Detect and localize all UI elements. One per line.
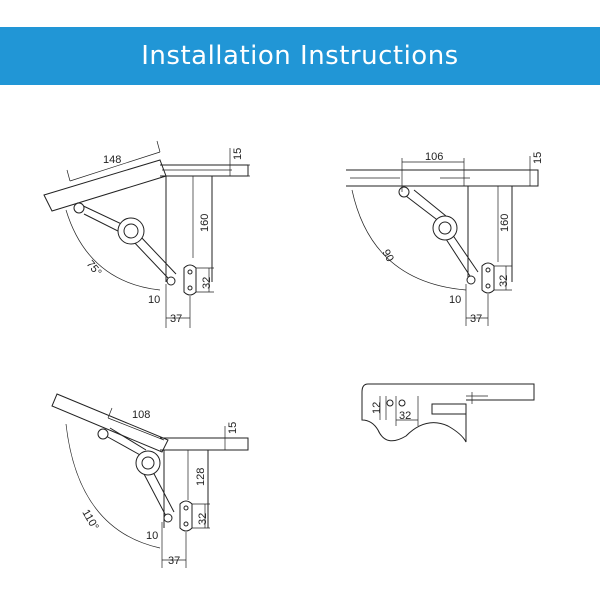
- cabinet-top: [368, 383, 535, 401]
- lid-pivot: [73, 202, 85, 214]
- dim-offset-label: 10: [148, 294, 160, 306]
- swing-arc: [351, 189, 467, 291]
- dim-offset-label: 10: [146, 530, 158, 542]
- lower-arm: [143, 469, 175, 517]
- dim-left-label: 12: [371, 402, 383, 414]
- spring-cylinder: [117, 217, 145, 245]
- lid-panel: [43, 159, 167, 212]
- cabinet-top: [346, 169, 539, 187]
- diagram-75-degree: 148 15 160 32 10 37 75°: [43, 140, 250, 328]
- dim-base-label: 37: [168, 555, 180, 567]
- dim-width-label: 108: [132, 409, 150, 421]
- dim-pivot-label: 32: [197, 513, 209, 525]
- screw-hole: [386, 399, 394, 407]
- swing-arc: [65, 209, 161, 291]
- side-panel: [165, 176, 213, 282]
- lid-pivot: [97, 428, 109, 440]
- dim-width-label: 32: [399, 410, 411, 422]
- dim-pivot-label: 32: [201, 277, 213, 289]
- dim-height-label: 160: [199, 214, 211, 232]
- angle-label: 110°: [79, 508, 100, 533]
- swing-arc: [65, 423, 161, 549]
- dim-top-label: 15: [227, 422, 239, 434]
- spring-cylinder: [135, 450, 161, 476]
- cabinet-top: [160, 437, 249, 451]
- dim-top-label: 15: [232, 148, 244, 160]
- cabinet-profile: [361, 383, 467, 443]
- header-banner: Installation Instructions: [0, 27, 600, 85]
- dim-height-label: 128: [195, 468, 207, 486]
- base-pivot: [166, 276, 176, 286]
- dim-pivot-label: 32: [498, 275, 510, 287]
- dim-width-label: 148: [103, 154, 121, 166]
- lid-pivot: [398, 186, 410, 198]
- dim-offset-label: 10: [449, 294, 461, 306]
- side-panel: [163, 450, 209, 528]
- upper-arm: [105, 427, 147, 457]
- upper-arm: [405, 189, 447, 223]
- dim-base-label: 37: [170, 313, 182, 325]
- diagram-detail: 12 32: [361, 383, 535, 443]
- lower-arm: [443, 233, 479, 277]
- cabinet-top: [160, 164, 249, 177]
- screw-hole: [398, 399, 406, 407]
- diagram-90-degree: 106 15 160 32 10 37 90: [346, 151, 544, 326]
- page-title: Installation Instructions: [141, 41, 459, 71]
- base-pivot: [163, 513, 173, 523]
- dim-top-label: 15: [532, 152, 544, 164]
- base-pivot: [466, 275, 476, 285]
- angle-label: 75°: [84, 258, 104, 278]
- diagram-110-degree: 108 15 128 32 10 37 110°: [51, 393, 249, 568]
- dim-height-label: 160: [499, 214, 511, 232]
- mount-plate: [431, 403, 467, 415]
- lid-panel: [51, 393, 169, 453]
- angle-label: 90: [379, 248, 396, 265]
- dim-width-label: 106: [425, 151, 443, 163]
- spring-cylinder: [432, 215, 458, 241]
- dim-base-label: 37: [470, 313, 482, 325]
- lower-arm: [131, 235, 177, 279]
